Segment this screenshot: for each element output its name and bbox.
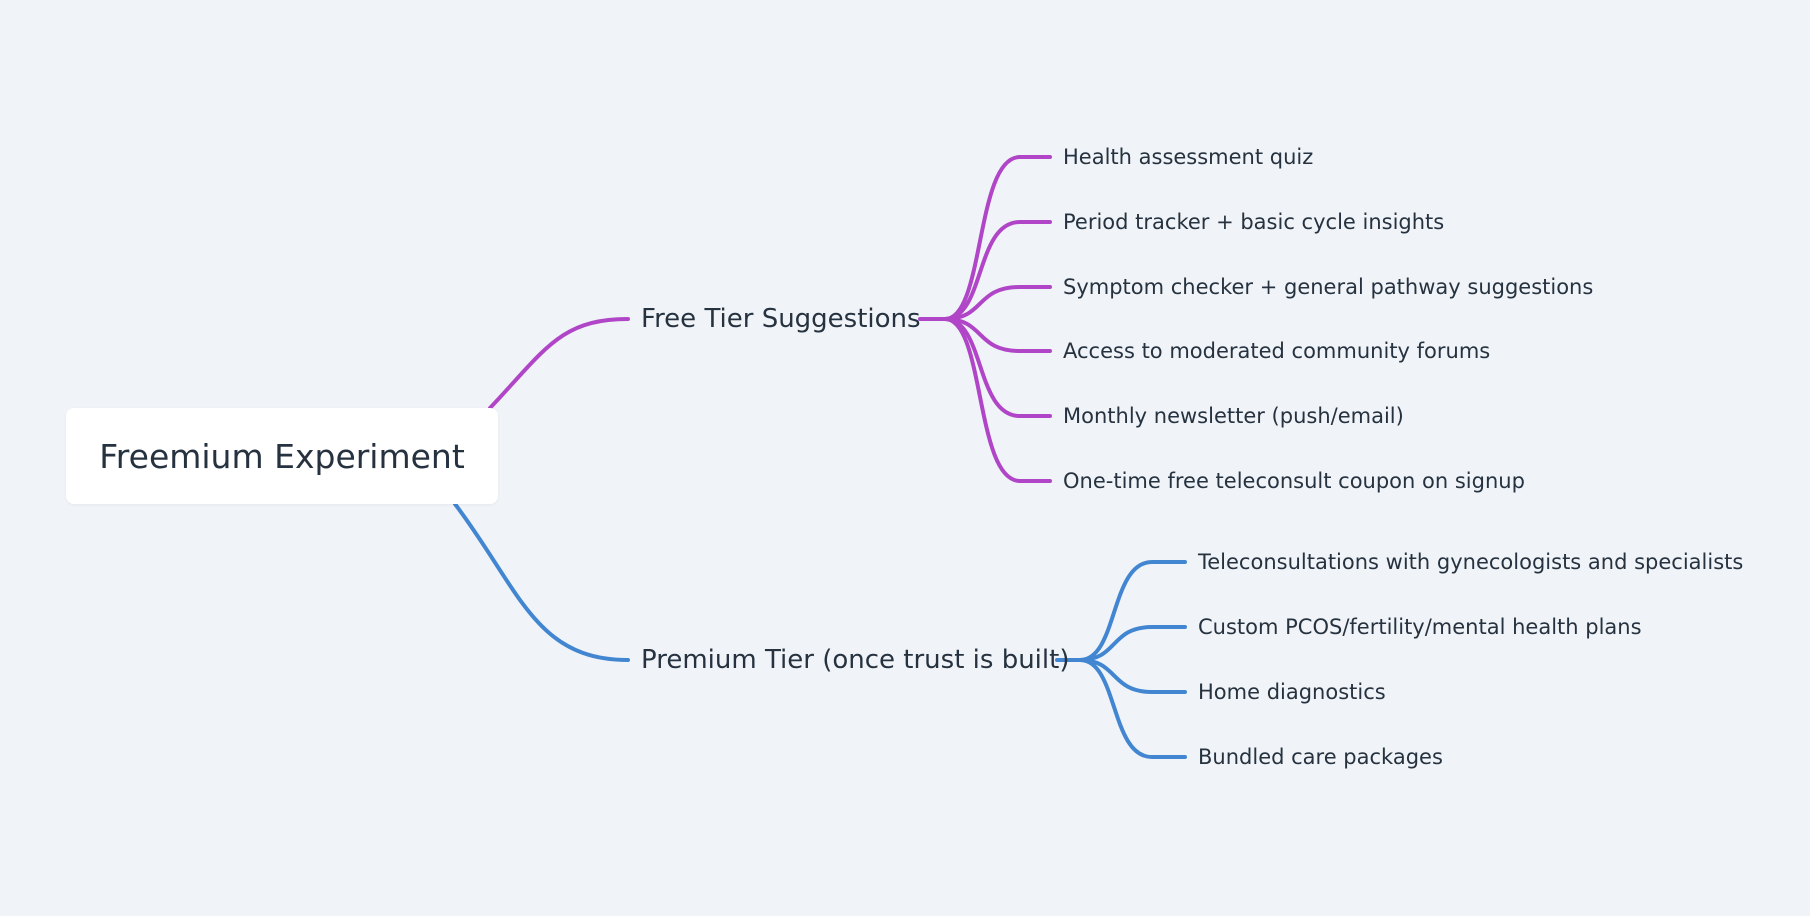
leaf-label: Bundled care packages — [1198, 745, 1443, 769]
leaf-node[interactable]: Access to moderated community forums — [1063, 338, 1490, 364]
leaf-edge — [943, 285, 1052, 321]
leaf-edge — [1078, 625, 1187, 662]
leaf-edge — [1078, 560, 1187, 662]
leaf-node[interactable]: Teleconsultations with gynecologists and… — [1198, 549, 1743, 575]
leaf-edge — [943, 317, 1052, 483]
leaf-node[interactable]: Monthly newsletter (push/email) — [1063, 403, 1404, 429]
root-edge-free-tier — [488, 317, 630, 410]
leaf-node[interactable]: Home diagnostics — [1198, 679, 1386, 705]
leaf-label: Custom PCOS/fertility/mental health plan… — [1198, 615, 1642, 639]
branch-node-premium-tier[interactable]: Premium Tier (once trust is built) — [641, 644, 1069, 676]
leaf-label: Access to moderated community forums — [1063, 339, 1491, 363]
leaf-label: Symptom checker + general pathway sugges… — [1063, 275, 1594, 299]
leaf-edge — [943, 220, 1052, 321]
leaf-edge — [943, 155, 1052, 321]
leaf-label: Health assessment quiz — [1063, 145, 1314, 169]
leaf-node[interactable]: Custom PCOS/fertility/mental health plan… — [1198, 614, 1642, 640]
leaf-label: One-time free teleconsult coupon on sign… — [1063, 469, 1525, 493]
leaf-edge — [1078, 658, 1187, 759]
root-label: Freemium Experiment — [99, 436, 465, 476]
root-edge-premium-tier — [453, 502, 630, 662]
leaf-node[interactable]: Bundled care packages — [1198, 744, 1443, 770]
leaf-node[interactable]: Period tracker + basic cycle insights — [1063, 209, 1444, 235]
leaf-edge — [943, 317, 1052, 353]
branch-node-free-tier[interactable]: Free Tier Suggestions — [641, 303, 921, 335]
leaf-label: Monthly newsletter (push/email) — [1063, 404, 1404, 428]
root-node[interactable]: Freemium Experiment — [66, 408, 498, 504]
leaf-label: Period tracker + basic cycle insights — [1063, 210, 1445, 234]
leaf-node[interactable]: One-time free teleconsult coupon on sign… — [1063, 468, 1525, 494]
leaf-label: Teleconsultations with gynecologists and… — [1198, 550, 1744, 574]
leaf-label: Home diagnostics — [1198, 680, 1386, 704]
leaf-node[interactable]: Symptom checker + general pathway sugges… — [1063, 274, 1593, 300]
leaf-edge — [1078, 658, 1187, 694]
branch-label: Free Tier Suggestions — [641, 304, 921, 334]
leaf-node[interactable]: Health assessment quiz — [1063, 144, 1313, 170]
branch-label: Premium Tier (once trust is built) — [641, 645, 1070, 675]
